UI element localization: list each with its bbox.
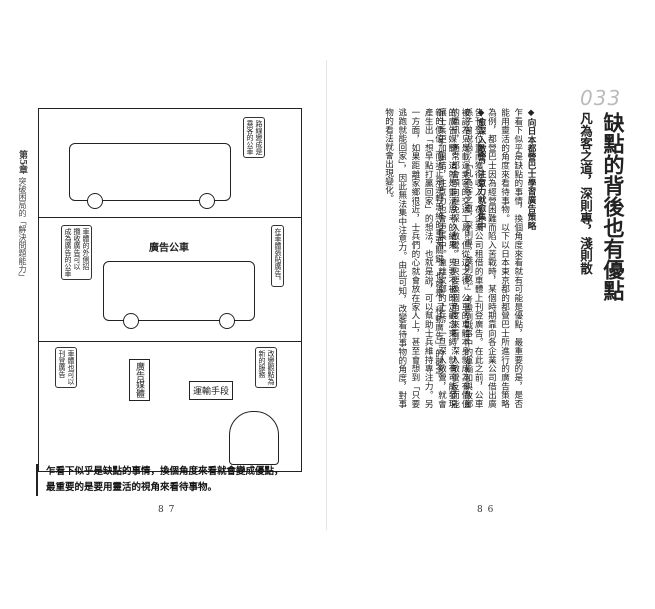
comic-panel-3: 車體也可以 刊登廣告 廣告媒體 運輸手段 改變觀點為 新的服務 [39,341,301,471]
bus-wheel [219,313,235,329]
bus-wheel [199,193,215,209]
page-title: 缺點的背後也有優點 [601,112,626,301]
speech-bubble: 路線變成是 乘客的公車 [243,117,265,158]
page-subtitle: 凡為客之道，深則專，淺則散 [578,112,593,275]
section-2-text: ◆愈深入敵營，注意力就愈集中 孫子曾說過：「凡為客之道，深則專，淺則散。」考慮到… [383,108,486,408]
right-page: ◆愈深入敵營，注意力就愈集中 孫子曾說過：「凡為客之道，深則專，淺則散。」考慮到… [327,0,655,609]
comic-panel-1: 路線變成是 乘客的公車 [39,109,301,218]
label-transport: 運輸手段 [189,381,234,400]
left-page: 第5章 突破困局的「解決問題能力」 路線變成是 乘客的公車 車體的外側招 攬收廣… [0,0,327,609]
section-1-text: ◆向日本都營巴士學習廣告策略 乍看下似乎是缺點的事情，換個角度來看就有可能是優點… [433,108,536,408]
page-number: 8 7 [158,505,176,515]
page-number: 8 6 [477,505,495,515]
bus-wheel [123,313,139,329]
label-media: 廣告媒體 [129,359,150,401]
speech-bubble: 改變觀點為 新的服務 [255,347,277,388]
samurai-figure [229,411,279,465]
chapter-tab: 第5章 突破困局的「解決問題能力」 [6,150,28,281]
bus-drawing [69,143,231,201]
speech-bubble: 車體的外側招 攬收廣告可以 成為廣告的公車 [61,225,92,280]
comic-panel-2: 車體的外側招 攬收廣告可以 成為廣告的公車 廣告公車 在車體張貼廣告。 [39,217,301,342]
chapter-title: 突破困局的「解決問題能力」 [18,176,27,281]
bus-wheel [87,193,103,209]
comic-illustration: 路線變成是 乘客的公車 車體的外側招 攬收廣告可以 成為廣告的公車 廣告公車 在… [38,108,302,472]
chapter-number: 第5章 [17,150,27,175]
summary-caption: 乍看下似乎是缺點的事情，換個角度來看就會變成優點， 最重要的是要用靈活的視角來看… [36,464,316,496]
section-2-heading: ◆愈深入敵營，注意力就愈集中 [476,108,486,230]
entry-number: 033 [580,86,622,110]
speech-bubble: 在車體張貼廣告。 [271,225,284,287]
speech-bubble: 車體也可以 刊登廣告 [55,347,77,388]
ad-bus-drawing [103,261,255,321]
section-1-heading: ◆向日本都營巴士學習廣告策略 [526,108,536,230]
ad-sign: 廣告公車 [149,243,189,254]
